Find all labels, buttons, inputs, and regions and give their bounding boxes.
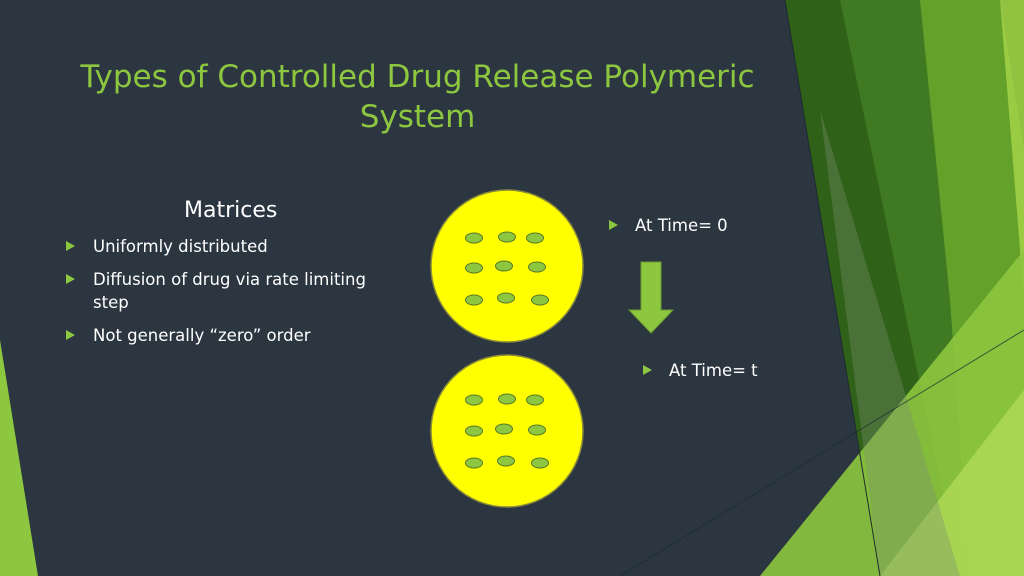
- bg-shape-left-green: [0, 340, 38, 576]
- drug-particle: [498, 393, 516, 405]
- drug-particle: [465, 232, 483, 244]
- bg-shape-grey-overlay: [820, 110, 960, 576]
- bullet-text: Uniformly distributed: [93, 237, 268, 256]
- time-t-text: At Time= t: [669, 361, 758, 380]
- drug-particle: [497, 455, 515, 467]
- drug-particle: [531, 457, 549, 469]
- bg-shape-light-green-top: [1000, 0, 1024, 300]
- bullet-item: Not generally “zero” order: [66, 324, 406, 347]
- drug-particle: [528, 261, 546, 273]
- time-zero-text: At Time= 0: [635, 216, 728, 235]
- drug-particle: [495, 423, 513, 435]
- triangle-right-icon: [643, 365, 652, 375]
- drug-particle: [498, 231, 516, 243]
- drug-particle: [495, 260, 513, 272]
- drug-particle: [526, 394, 544, 406]
- bg-line-2: [619, 329, 1024, 576]
- drug-particle: [465, 294, 483, 306]
- matrices-heading: Matrices: [184, 198, 278, 223]
- triangle-right-icon: [66, 274, 75, 284]
- slide-title: Types of Controlled Drug Release Polymer…: [80, 59, 755, 135]
- bullet-item: Diffusion of drug via rate limiting step: [66, 268, 406, 314]
- drug-particle: [497, 292, 515, 304]
- drug-particle: [531, 294, 549, 306]
- drug-particle: [465, 425, 483, 437]
- bullet-text: Not generally “zero” order: [93, 326, 311, 345]
- triangle-right-icon: [66, 330, 75, 340]
- time-zero-label: At Time= 0: [609, 216, 728, 236]
- bullet-text: Diffusion of drug via rate limiting step: [93, 270, 366, 312]
- time-t-label: At Time= t: [643, 361, 758, 381]
- arrow-down-icon: [627, 261, 675, 334]
- drug-particle: [465, 262, 483, 274]
- bullet-list: Uniformly distributed Diffusion of drug …: [66, 235, 406, 357]
- matrix-at-time-t: [430, 354, 584, 508]
- drug-particle: [526, 232, 544, 244]
- bg-shape-light-green-bottom: [880, 390, 1024, 576]
- drug-particle: [528, 424, 546, 436]
- matrix-at-time-zero: [430, 189, 584, 343]
- bullet-item: Uniformly distributed: [66, 235, 406, 258]
- drug-particle: [465, 394, 483, 406]
- triangle-right-icon: [66, 241, 75, 251]
- triangle-right-icon: [609, 220, 618, 230]
- drug-particle: [465, 457, 483, 469]
- bg-line-1: [784, 0, 881, 576]
